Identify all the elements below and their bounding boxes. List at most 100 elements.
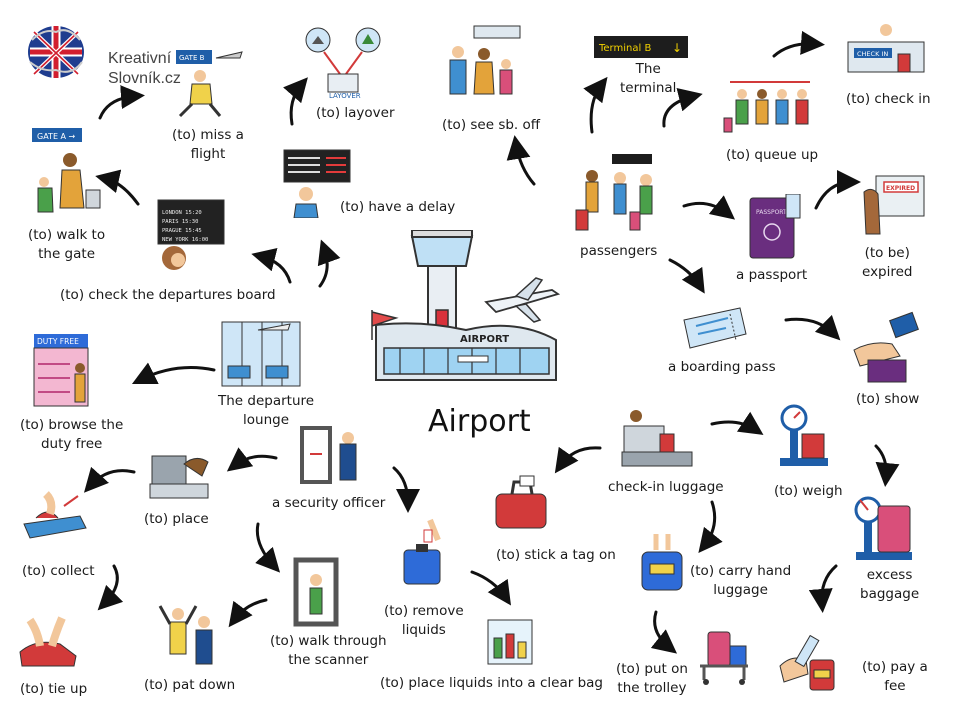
passport-icon: PASSPORT [749, 194, 801, 259]
arrow [251, 248, 292, 284]
queue-icon [723, 81, 810, 133]
departure-lounge-icon [221, 321, 301, 387]
layover-sign: LAYOVER [329, 92, 361, 100]
tray-scanner-icon [149, 455, 209, 499]
luggage-tag-icon [495, 475, 547, 529]
arrow [698, 500, 723, 554]
arrow [583, 76, 608, 134]
terminal-sign: Terminal B [598, 43, 651, 54]
running-man-icon: GATE B [176, 50, 243, 118]
label-a-boarding-pass: a boarding pass [668, 359, 776, 375]
brand-logo: Kreativní Slovník.cz [24, 18, 181, 87]
arrow [772, 30, 825, 58]
duty-free-shop-icon: DUTY FREE [33, 334, 89, 407]
luggage-scale-icon [780, 404, 828, 466]
brain-flag-icon [28, 26, 84, 78]
hand-luggage-icon [641, 534, 683, 591]
arrow [874, 444, 900, 487]
arrow [131, 362, 216, 385]
gate-a-sign: GATE A → [37, 132, 76, 141]
label-show: (to) show [856, 391, 920, 407]
label-see-sb-off: (to) see sb. off [442, 117, 541, 133]
arrow [226, 447, 278, 472]
brand-line1: Kreativní [108, 50, 172, 67]
body-scanner-icon [293, 557, 339, 627]
arrow [506, 135, 536, 186]
arrow [662, 88, 703, 128]
label-place-liquids-clear-bag: (to) place liquids into a clear bag [380, 675, 603, 691]
arrow [668, 258, 705, 294]
board-row: LONDON 15:20 [162, 210, 202, 216]
label-to-be-expired: (to be)expired [862, 245, 913, 280]
arrow [470, 570, 511, 606]
family-goodbye-icon [449, 25, 521, 95]
label-place: (to) place [144, 511, 209, 527]
label-tie-up: (to) tie up [20, 681, 88, 697]
label-collect: (to) collect [22, 563, 95, 579]
board-row: NEW YORK 16:00 [162, 237, 208, 243]
expired-stamp: EXPIRED [886, 185, 915, 192]
pay-fee-icon [779, 634, 835, 691]
label-have-a-delay: (to) have a delay [340, 199, 456, 215]
arrow [255, 522, 281, 573]
arrow [95, 169, 140, 206]
label-check-departures-board: (to) check the departures board [60, 287, 276, 303]
tie-shoes-icon [19, 616, 77, 667]
airport-sign: AIRPORT [460, 334, 509, 345]
svg-text:↓: ↓ [672, 41, 682, 55]
delay-board-icon [283, 149, 351, 218]
label-passengers: passengers [580, 243, 658, 259]
label-stick-a-tag-on: (to) stick a tag on [496, 547, 616, 563]
trolley-icon [700, 631, 748, 685]
boarding-pass-icon [683, 307, 747, 349]
passport-sign: PASSPORT [756, 209, 787, 216]
show-documents-icon [853, 311, 919, 383]
terminal-sign-icon: Terminal B ↓ [594, 36, 688, 58]
check-in-counter-icon [621, 410, 693, 467]
excess-baggage-icon [854, 496, 912, 560]
layover-icon: LAYOVER [305, 27, 381, 100]
arrow [317, 239, 341, 288]
brand-line2: Slovník.cz [108, 70, 181, 87]
label-pat-down: (to) pat down [144, 677, 236, 693]
arrow [98, 85, 145, 120]
board-row: PRAGUE 15:45 [162, 228, 202, 234]
arrow [814, 170, 861, 210]
board-row: PARIS 15:30 [162, 219, 198, 225]
arrow [710, 411, 764, 435]
arrow [283, 77, 308, 126]
duty-free-sign: DUTY FREE [37, 337, 79, 346]
arrow [83, 466, 136, 493]
label-layover: (to) layover [316, 105, 395, 121]
check-in-desk-icon: CHECK IN [847, 24, 925, 73]
pat-down-icon [158, 605, 213, 665]
expired-passport-icon: EXPIRED [863, 175, 925, 235]
label-check-in: (to) check in [846, 91, 931, 107]
arrow [808, 564, 838, 613]
remove-liquids-icon [403, 518, 441, 585]
arrow [392, 466, 420, 513]
passengers-icon [575, 154, 653, 231]
label-a-passport: a passport [736, 267, 808, 283]
departures-board-icon: LONDON 15:20 PARIS 15:30 PRAGUE 15:45 NE… [157, 199, 225, 270]
security-officer-icon [300, 426, 357, 484]
arrow [682, 195, 736, 220]
check-in-sign: CHECK IN [857, 50, 888, 58]
label-check-in-luggage: check-in luggage [608, 479, 724, 495]
collect-shoes-icon [23, 491, 87, 539]
arrow [228, 598, 268, 628]
arrow [554, 446, 602, 474]
gate-b-sign: GATE B [179, 54, 205, 62]
